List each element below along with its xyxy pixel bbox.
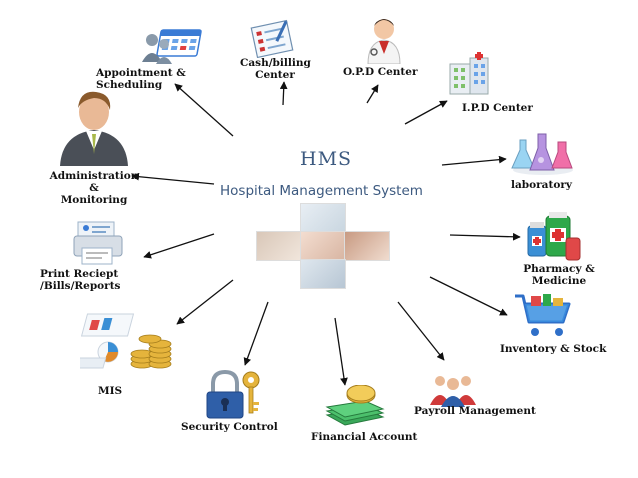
node-print-receipt: Print Reciept /Bills/Reports xyxy=(40,268,120,292)
calendar-people-icon xyxy=(140,26,204,70)
diagram-subtitle: Hospital Management System xyxy=(220,183,423,199)
node-pharmacy: Pharmacy & Medicine xyxy=(514,263,604,287)
node-administration-line3: Monitoring xyxy=(60,194,128,206)
node-administration-line1: Administration xyxy=(49,170,139,182)
doctor-icon xyxy=(362,14,406,68)
node-opd: O.P.D Center xyxy=(343,66,418,78)
money-stack-icon xyxy=(325,384,385,433)
node-cash-billing-line1: Cash/billing xyxy=(240,57,311,69)
charts-coins-icon xyxy=(68,312,172,376)
node-inventory: Inventory & Stock xyxy=(500,343,607,355)
node-administration-line2: & xyxy=(89,182,99,194)
arrow-cash-billing xyxy=(279,81,288,106)
node-cash-billing-line2: Center xyxy=(255,69,295,81)
arrow-financial xyxy=(334,317,348,386)
arrow-appointment xyxy=(174,83,234,137)
node-payroll: Payroll Management xyxy=(414,405,536,417)
node-print-receipt-line1: Print Reciept xyxy=(40,268,119,280)
node-pharmacy-line2: Medicine xyxy=(531,275,587,287)
arrow-pharmacy xyxy=(449,232,521,241)
arrow-opd xyxy=(366,84,379,104)
node-laboratory: laboratory xyxy=(511,179,572,191)
node-administration: Administration & Monitoring xyxy=(44,170,144,206)
arrow-security xyxy=(243,301,269,366)
node-pharmacy-line1: Pharmacy & xyxy=(523,263,595,275)
medicine-bottles-icon xyxy=(524,212,582,268)
arrow-administration xyxy=(131,172,215,185)
node-security: Security Control xyxy=(181,421,278,433)
businessman-icon xyxy=(58,88,130,170)
clipboard-checklist-icon xyxy=(250,18,298,62)
printer-icon xyxy=(72,220,124,270)
arrow-print xyxy=(143,233,215,259)
arrow-ipd xyxy=(404,100,448,125)
node-cash-billing: Cash/billing Center xyxy=(240,57,311,81)
lab-flasks-icon xyxy=(510,126,576,180)
node-mis: MIS xyxy=(98,385,123,397)
arrow-payroll xyxy=(397,301,445,361)
people-group-icon xyxy=(428,373,478,411)
node-print-receipt-line2: /Bills/Reports xyxy=(40,280,121,292)
node-appointment-line2: Scheduling xyxy=(96,79,163,91)
arrow-laboratory xyxy=(441,155,507,166)
node-appointment-line1: Appointment & xyxy=(96,67,186,79)
padlock-key-icon xyxy=(203,369,265,424)
shopping-cart-icon xyxy=(513,292,573,344)
hospital-building-icon xyxy=(446,52,492,100)
arrow-mis xyxy=(176,279,234,325)
arrow-inventory xyxy=(429,276,508,316)
node-appointment: Appointment & Scheduling xyxy=(96,67,186,91)
node-financial: Financial Account xyxy=(311,431,418,443)
diagram-title: HMS xyxy=(300,148,353,170)
node-ipd: I.P.D Center xyxy=(462,102,533,114)
